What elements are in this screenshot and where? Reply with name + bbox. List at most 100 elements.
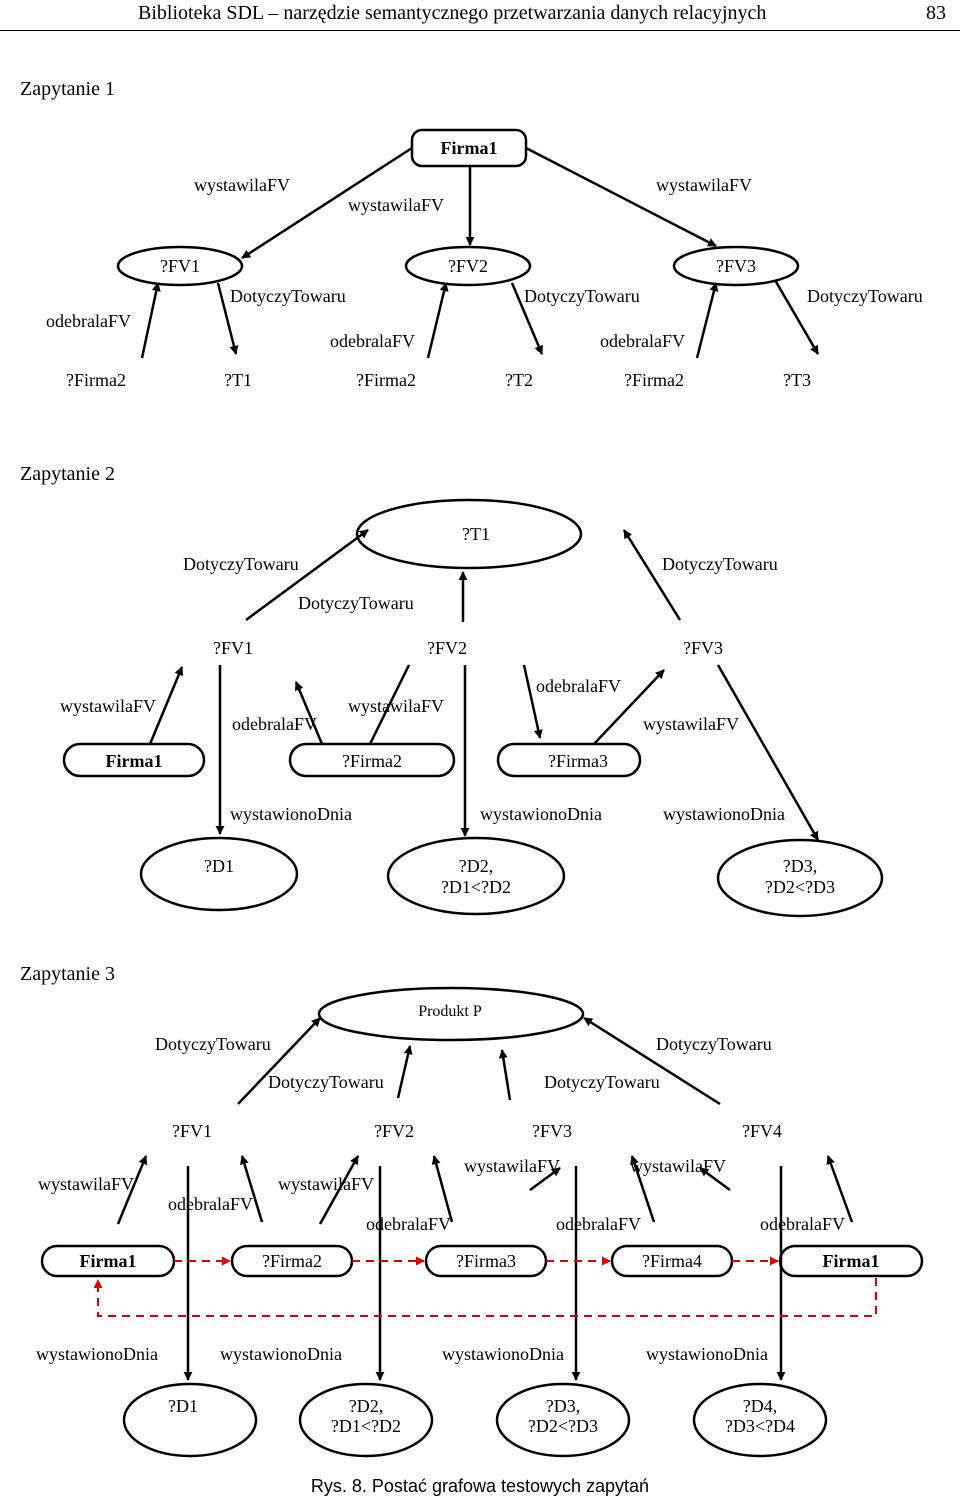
label-q3-wyst-3: wystawilaFV: [464, 1156, 560, 1176]
label-q3-dot-1: DotyczyTowaru: [155, 1034, 271, 1054]
label-q3-fv2: ?FV2: [374, 1121, 414, 1141]
node-q3-d1: [122, 1382, 258, 1458]
node-q3-d3: [495, 1382, 631, 1458]
label-q1-odb-3: odebralaFV: [600, 331, 685, 351]
label-q2-wd-3: wystawionoDnia: [663, 804, 785, 824]
label-q2-d2-line1: ?D2,: [459, 856, 494, 876]
page-header: Biblioteka SDL – narzędzie semantycznego…: [0, 0, 960, 31]
label-q2-fv2: ?FV2: [427, 638, 467, 658]
edge-q1-odb-1: [140, 282, 161, 359]
label-q3-fv4: ?FV4: [742, 1121, 782, 1141]
label-q1-firma2-c: ?Firma2: [624, 370, 684, 390]
label-q3-firma3: ?Firma3: [456, 1251, 516, 1271]
section-title-q1: Zapytanie 1: [20, 78, 115, 100]
label-q3-d4-line2: ?D3<?D4: [725, 1416, 795, 1436]
node-q2-t1: [355, 498, 583, 570]
edge-q3-wyst-2: [318, 1155, 360, 1225]
edge-q3-odb-4: [826, 1155, 854, 1223]
query-1-graph: [116, 128, 820, 359]
label-q3-d4-line1: ?D4,: [743, 1396, 778, 1416]
label-q2-odb-1: odebralaFV: [232, 714, 317, 734]
label-q2-odb-2: odebralaFV: [536, 676, 621, 696]
label-q3-wd-1: wystawionoDnia: [36, 1344, 158, 1364]
edge-q1-dot-1: [216, 282, 239, 355]
label-q1-fv3: ?FV3: [716, 256, 756, 276]
query-3-labels: Produkt P DotyczyTowaru DotyczyTowaru Do…: [36, 1003, 879, 1436]
label-q1-fv1: ?FV1: [160, 256, 200, 276]
node-q2-d3: [716, 838, 884, 918]
label-q2-wyst-1: wystawilaFV: [60, 696, 156, 716]
label-q3-firma1-a: Firma1: [80, 1251, 137, 1271]
edge-q1-wyst-3: [525, 146, 717, 248]
edge-q3-dot-2: [396, 1045, 413, 1099]
dashed-link-firma1-loop: [93, 1278, 877, 1317]
edge-q3-odb-3: [630, 1155, 656, 1223]
header-title: Biblioteka SDL – narzędzie semantycznego…: [138, 2, 767, 24]
edge-q3-dot-1: [237, 1017, 321, 1105]
label-q2-fv1: ?FV1: [213, 638, 253, 658]
label-q2-dot-2: DotyczyTowaru: [298, 593, 414, 613]
node-q1-fv3: [672, 245, 800, 287]
label-q2-wyst-2: wystawilaFV: [348, 696, 444, 716]
label-q3-wd-2: wystawionoDnia: [220, 1344, 342, 1364]
label-q1-t1: ?T1: [224, 370, 252, 390]
edge-q2-wyst-3: [593, 669, 665, 745]
label-q1-wyst-3: wystawilaFV: [656, 175, 752, 195]
edge-q1-wyst-1: [241, 146, 413, 260]
label-q3-d2-line1: ?D2,: [349, 1396, 384, 1416]
label-q1-firma1: Firma1: [441, 138, 498, 158]
label-q1-odb-2: odebralaFV: [330, 331, 415, 351]
label-q2-wd-2: wystawionoDnia: [480, 804, 602, 824]
node-q1-fv1: [116, 245, 244, 287]
edge-q2-odb-2: [522, 664, 543, 739]
edge-q1-odb-3: [695, 282, 719, 359]
query-3-graph: [40, 986, 924, 1458]
label-q2-d2-line2: ?D1<?D2: [441, 877, 511, 897]
edge-q2-odb-1-line: [368, 664, 411, 745]
section-title-q3: Zapytanie 3: [20, 963, 115, 985]
label-q2-firma2: ?Firma2: [342, 751, 402, 771]
section-title-q2: Zapytanie 2: [20, 463, 115, 485]
query-3-dashed-links: [93, 1256, 877, 1317]
label-q3-wyst-2: wystawilaFV: [278, 1174, 374, 1194]
label-q3-wyst-1: wystawilaFV: [38, 1174, 134, 1194]
label-q1-wyst-2: wystawilaFV: [348, 195, 444, 215]
edge-q2-wyst-1: [148, 666, 184, 745]
page-number: 83: [926, 2, 946, 24]
label-q1-firma2-a: ?Firma2: [66, 370, 126, 390]
label-q3-odb-2: odebralaFV: [366, 1214, 451, 1234]
edge-q2-dot-3: [622, 529, 682, 621]
label-q3-odb-4: odebralaFV: [760, 1214, 845, 1234]
label-q3-wd-4: wystawionoDnia: [646, 1344, 768, 1364]
edge-q3-odb-1: [240, 1155, 264, 1223]
query-2-graph: [62, 498, 884, 918]
label-q2-t1: ?T1: [462, 524, 490, 544]
label-q1-fv2: ?FV2: [448, 256, 488, 276]
label-q1-wyst-1: wystawilaFV: [194, 175, 290, 195]
label-q3-d2-line2: ?D1<?D2: [331, 1416, 401, 1436]
edge-q2-wyst-2: [294, 681, 324, 745]
label-q2-d1: ?D1: [204, 856, 234, 876]
edge-q3-dot-4: [583, 1016, 721, 1106]
label-q3-wd-3: wystawionoDnia: [442, 1344, 564, 1364]
node-q2-firma2: [288, 742, 456, 778]
label-q1-firma2-b: ?Firma2: [356, 370, 416, 390]
label-q3-dot-4: DotyczyTowaru: [656, 1034, 772, 1054]
query-2-labels: ?T1 DotyczyTowaru DotyczyTowaru DotyczyT…: [60, 524, 835, 897]
edge-q2-wd-3: [716, 664, 820, 841]
label-q3-d1: ?D1: [168, 1396, 198, 1416]
node-q2-firma1: [62, 742, 206, 778]
figure-caption: Rys. 8. Postać grafowa testowych zapytań: [310, 1476, 650, 1496]
edge-q1-dot-3: [773, 279, 820, 355]
label-q3-odb-1: odebralaFV: [168, 1194, 253, 1214]
node-q1-fv2: [404, 245, 532, 287]
label-q3-firma2: ?Firma2: [262, 1251, 322, 1271]
label-q1-t2: ?T2: [505, 370, 533, 390]
label-q3-wyst-4: wystawilaFV: [630, 1156, 726, 1176]
label-q2-firma1: Firma1: [106, 751, 163, 771]
label-q3-firma1-b: Firma1: [823, 1251, 880, 1271]
label-q1-odb-1: odebralaFV: [46, 311, 131, 331]
label-q3-fv3: ?FV3: [532, 1121, 572, 1141]
edge-q1-dot-2: [510, 282, 544, 355]
